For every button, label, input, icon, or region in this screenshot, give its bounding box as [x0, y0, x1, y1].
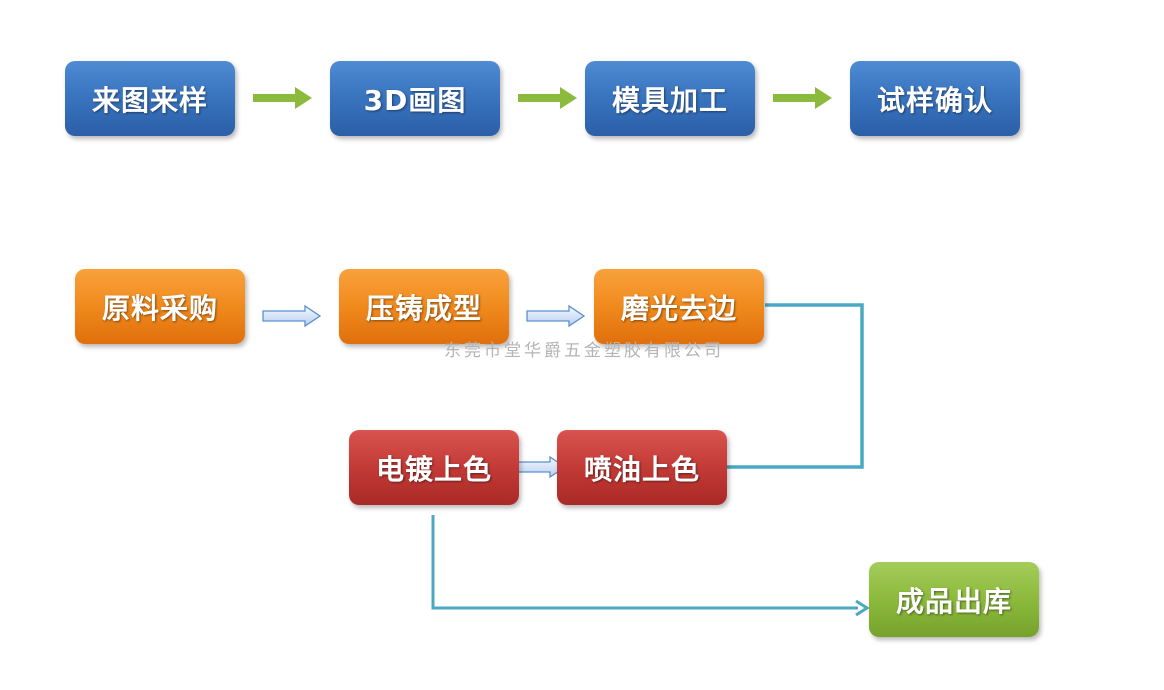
step-label: 模具加工	[611, 83, 728, 117]
step-label: 磨光去边	[620, 291, 737, 325]
step-label: 成品出库	[895, 584, 1012, 618]
connector-polish-to-spray	[726, 303, 864, 469]
step-mold-making: 模具加工	[585, 61, 755, 136]
step-label: 电镀上色	[375, 452, 492, 486]
step-polish-deburr: 磨光去边	[594, 269, 764, 344]
company-watermark: 东莞市堂华爵五金塑胶有限公司	[444, 341, 724, 361]
step-label: 来图来样	[91, 83, 208, 117]
arrow-row2-1	[262, 304, 322, 328]
arrow-row2-2	[526, 304, 586, 328]
step-material-purchase: 原料采购	[75, 269, 245, 344]
connector-plating-to-finished	[431, 515, 858, 610]
step-die-casting: 压铸成型	[339, 269, 509, 344]
step-sample-receipt: 来图来样	[65, 61, 235, 136]
arrow-row1-2	[518, 87, 577, 109]
connector-arrowhead	[855, 599, 870, 617]
step-label: 喷油上色	[583, 452, 700, 486]
arrow-row1-3	[773, 87, 832, 109]
step-3d-drawing: 3D画图	[330, 61, 500, 136]
step-spray-painting: 喷油上色	[557, 430, 727, 505]
step-electroplating: 电镀上色	[349, 430, 519, 505]
step-label: 原料采购	[101, 291, 218, 325]
step-finished-goods: 成品出库	[869, 562, 1039, 637]
arrow-row1-1	[253, 87, 312, 109]
step-label: 压铸成型	[365, 291, 482, 325]
step-label: 3D画图	[363, 83, 467, 117]
step-label: 试样确认	[876, 83, 993, 117]
step-sample-confirm: 试样确认	[850, 61, 1020, 136]
